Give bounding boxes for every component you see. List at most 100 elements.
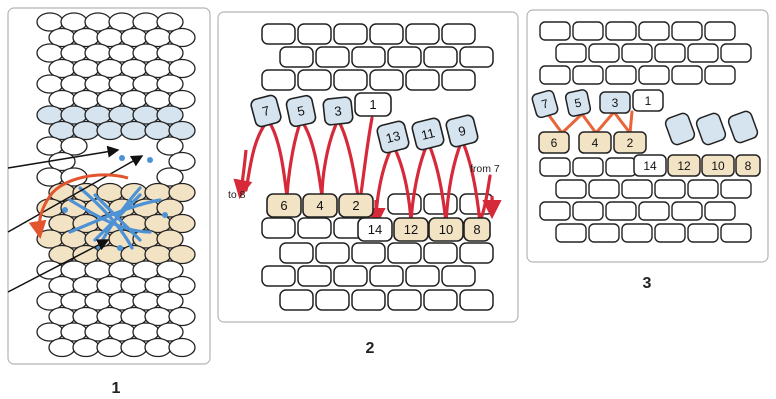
brick	[605, 21, 637, 41]
annotation-to: to 8	[228, 189, 246, 201]
brick	[423, 242, 458, 264]
brick	[297, 69, 332, 91]
tilted-block	[664, 112, 696, 146]
brick	[621, 43, 653, 63]
brick	[621, 179, 653, 199]
panel-2: 7 5 3 1 13 11 9 6	[217, 11, 519, 357]
slanted-block-13: 13	[376, 120, 410, 154]
scale	[120, 120, 148, 141]
weave-dot	[117, 245, 123, 251]
brick	[539, 21, 571, 41]
upper-block-7: 7	[250, 94, 282, 128]
brick	[459, 242, 494, 264]
brick	[605, 65, 637, 85]
pointer-arrow-upper	[7, 145, 120, 169]
direction-arrow	[28, 173, 129, 239]
brick	[687, 223, 719, 243]
brick	[279, 242, 314, 264]
thread-loop	[460, 138, 482, 224]
scale	[168, 244, 196, 265]
scale	[120, 337, 148, 358]
lower-block-4: 4	[302, 193, 338, 218]
brick	[654, 223, 686, 243]
pointer-arrow-middle	[7, 155, 144, 233]
annotation-from: from 7	[470, 163, 500, 175]
lower-block-label: 8	[745, 159, 752, 173]
weave-dot	[119, 155, 125, 161]
brick	[261, 69, 296, 91]
tilted-block	[695, 112, 727, 146]
upper-block-label: 7	[261, 103, 272, 119]
upper-block-label: 7	[540, 96, 551, 111]
upper-block-label: 5	[573, 95, 583, 110]
brick	[369, 69, 404, 91]
brick	[279, 289, 314, 311]
scale	[168, 120, 196, 141]
brick	[588, 43, 620, 63]
brick	[605, 201, 637, 221]
thread-loop	[409, 140, 430, 224]
scale	[96, 120, 124, 141]
lower-block-4: 4	[578, 131, 612, 154]
upper-block-label: 3	[612, 96, 619, 110]
brick	[261, 23, 296, 45]
brick	[671, 21, 703, 41]
upper-block-label: 1	[645, 94, 652, 108]
scale	[168, 58, 196, 79]
scale	[168, 306, 196, 327]
brick	[315, 242, 350, 264]
scale	[156, 43, 184, 63]
brick-grid	[261, 23, 494, 311]
scale	[156, 12, 184, 32]
brick	[423, 46, 458, 68]
brick	[387, 193, 422, 215]
lower-block-6: 6	[538, 131, 570, 154]
upper-block-label: 3	[334, 103, 343, 119]
upper-block-3: 3	[322, 96, 354, 126]
scale	[156, 167, 184, 187]
brick	[333, 69, 368, 91]
lower-block-label: 14	[643, 159, 657, 173]
scale	[168, 337, 196, 358]
scale	[96, 337, 124, 358]
upper-block-1: 1	[354, 92, 392, 117]
brick	[387, 289, 422, 311]
weave-strand	[93, 193, 142, 242]
brick	[720, 179, 752, 199]
scale	[168, 151, 196, 172]
brick	[605, 157, 637, 177]
brick	[671, 201, 703, 221]
scale	[144, 337, 172, 358]
scale	[168, 89, 196, 110]
brick	[405, 23, 440, 45]
brick	[704, 201, 736, 221]
brick	[387, 242, 422, 264]
lower-block-8: 8	[735, 154, 761, 177]
brick	[315, 46, 350, 68]
upper-block-label: 1	[369, 97, 376, 112]
brick	[261, 265, 296, 287]
scale	[168, 275, 196, 296]
slanted-block-label: 13	[384, 128, 402, 146]
upper-block-3: 3	[599, 91, 631, 114]
lower-block-label: 12	[677, 159, 691, 173]
lower-block-label: 8	[473, 222, 480, 237]
brick	[539, 201, 571, 221]
brick	[261, 217, 296, 239]
brick	[572, 21, 604, 41]
brick	[351, 289, 386, 311]
thread-loop	[444, 138, 464, 224]
brick	[555, 179, 587, 199]
brick	[638, 65, 670, 85]
brick	[315, 289, 350, 311]
brick	[297, 217, 332, 239]
brick	[423, 193, 458, 215]
brick	[423, 289, 458, 311]
panel-3-caption: 3	[643, 275, 652, 292]
brick	[539, 157, 571, 177]
brick	[572, 157, 604, 177]
brick	[555, 43, 587, 63]
upper-block-label: 5	[296, 103, 306, 119]
